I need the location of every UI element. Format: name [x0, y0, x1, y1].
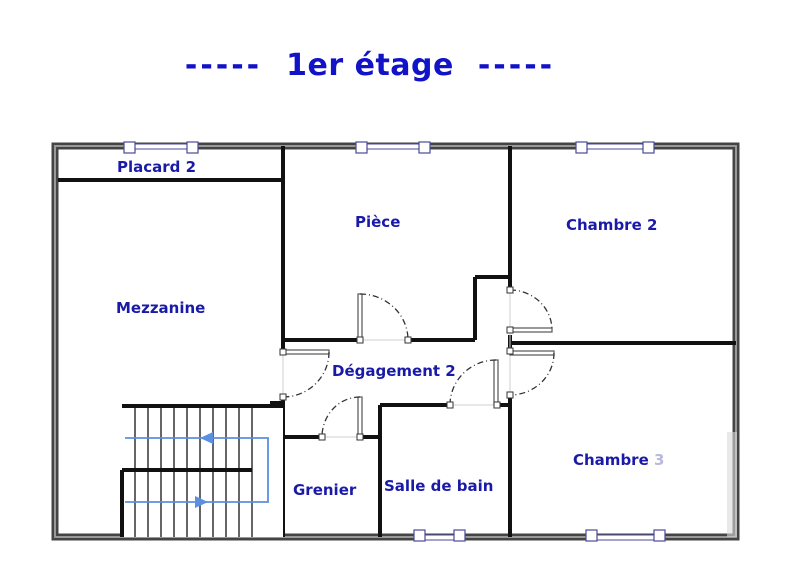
door-chambre-3: [509, 350, 555, 356]
room-label-degagement-2: Dégagement 2: [332, 362, 456, 380]
door-chambre-2: [509, 327, 553, 333]
window-placard-2: [123, 141, 199, 154]
room-label-mezzanine: Mezzanine: [116, 299, 206, 317]
title-left-dashes: -----: [184, 48, 263, 83]
stair-arrow-right-icon: [195, 496, 208, 508]
door-hinges: [279, 286, 514, 441]
stair-arrow-left-icon: [200, 432, 213, 444]
window-chambre-3: [585, 529, 666, 542]
window-piece: [355, 141, 431, 154]
room-label-piece: Pièce: [355, 213, 401, 231]
title-text: 1er étage: [286, 48, 454, 83]
room-label-chambre-3-faded: 3: [653, 451, 665, 469]
room-label-salle-de-bain: Salle de bain: [384, 477, 494, 495]
staircase: [120, 404, 283, 537]
title-right-dashes: -----: [477, 48, 556, 83]
door-mezzanine: [282, 349, 330, 355]
room-label-grenier: Grenier: [293, 481, 357, 499]
watermark-artifact: [727, 432, 737, 537]
window-chambre-2: [575, 141, 655, 154]
door-salle-de-bain: [493, 359, 499, 406]
room-label-chambre-3-visible: Chambre: [573, 451, 649, 469]
door-openings: [282, 290, 511, 438]
doors: [282, 289, 555, 438]
room-label-placard-2: Placard 2: [117, 158, 197, 176]
room-label-chambre-3: Chambre 3: [573, 451, 664, 469]
windows: [123, 141, 666, 542]
floor-title: ----- 1er étage -----: [0, 48, 740, 83]
door-piece: [357, 293, 363, 341]
room-label-chambre-2: Chambre 2: [566, 216, 658, 234]
door-grenier: [357, 396, 363, 438]
window-salle-de-bain: [413, 529, 466, 542]
